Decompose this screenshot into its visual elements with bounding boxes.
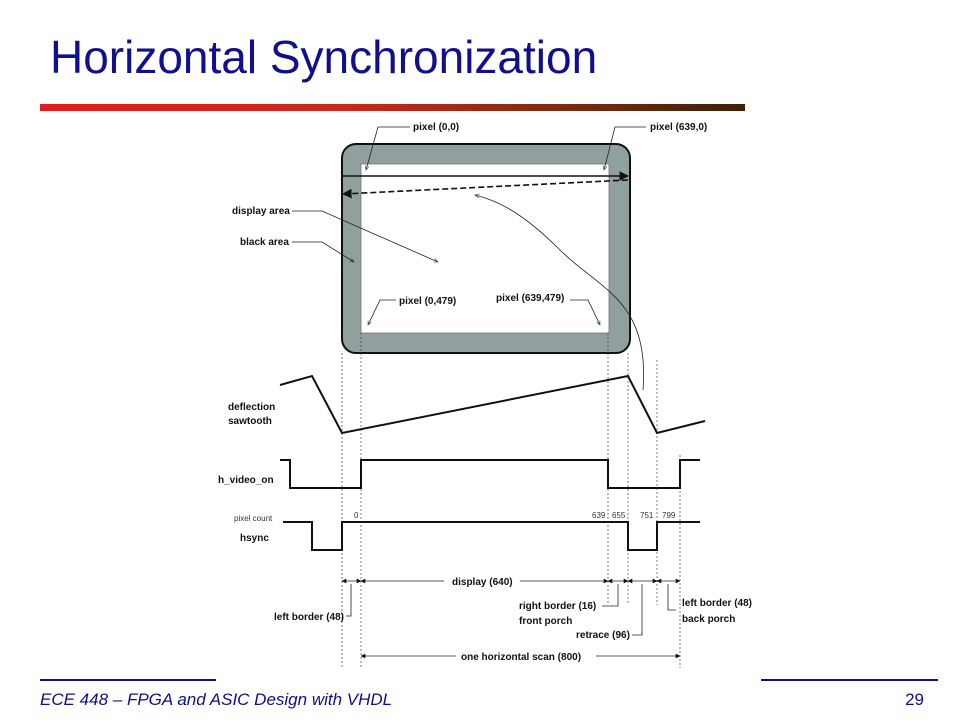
- label-retrace: retrace (96): [576, 630, 630, 641]
- label-one-scan: one horizontal scan (800): [461, 652, 581, 663]
- label-display-area: display area: [232, 206, 290, 217]
- label-display-640: display (640): [452, 577, 513, 588]
- footer-course: ECE 448 – FPGA and ASIC Design with VHDL: [40, 690, 393, 709]
- label-back-porch: back porch: [682, 614, 735, 625]
- label-deflection: deflection: [228, 402, 275, 413]
- label-h-video-on: h_video_on: [218, 475, 274, 486]
- label-right-border: right border (16): [519, 601, 596, 612]
- h-video-on-wave: [280, 459, 700, 489]
- count-655: 655: [612, 511, 626, 520]
- label-sawtooth: sawtooth: [228, 416, 272, 427]
- hsync-wave: [283, 521, 700, 551]
- label-left-border: left border (48): [274, 612, 344, 623]
- label-black-area: black area: [240, 237, 289, 248]
- label-pixel-tl: pixel (0,0): [413, 122, 459, 133]
- retrace-line: [342, 179, 629, 199]
- label-front-porch: front porch: [519, 616, 572, 627]
- page-title: Horizontal Synchronization: [50, 31, 598, 83]
- label-hsync: hsync: [240, 533, 269, 544]
- count-0: 0: [354, 511, 359, 520]
- label-left-border-b: left border (48): [682, 598, 752, 609]
- count-639: 639: [592, 511, 606, 520]
- deflection-sawtooth-wave: [279, 374, 706, 435]
- count-799: 799: [662, 511, 676, 520]
- retrace-curve: [475, 195, 645, 391]
- page-number: 29: [905, 690, 924, 709]
- label-pixel-count: pixel count: [234, 514, 273, 523]
- label-pixel-br: pixel (639,479): [496, 293, 564, 304]
- label-pixel-bl: pixel (0,479): [399, 296, 456, 307]
- footer-rule-left: [40, 679, 216, 681]
- label-pixel-tr: pixel (639,0): [650, 122, 707, 133]
- title-underline: [40, 104, 745, 111]
- footer-rule-right: [761, 679, 938, 681]
- count-751: 751: [640, 511, 654, 520]
- display-area: [360, 163, 610, 334]
